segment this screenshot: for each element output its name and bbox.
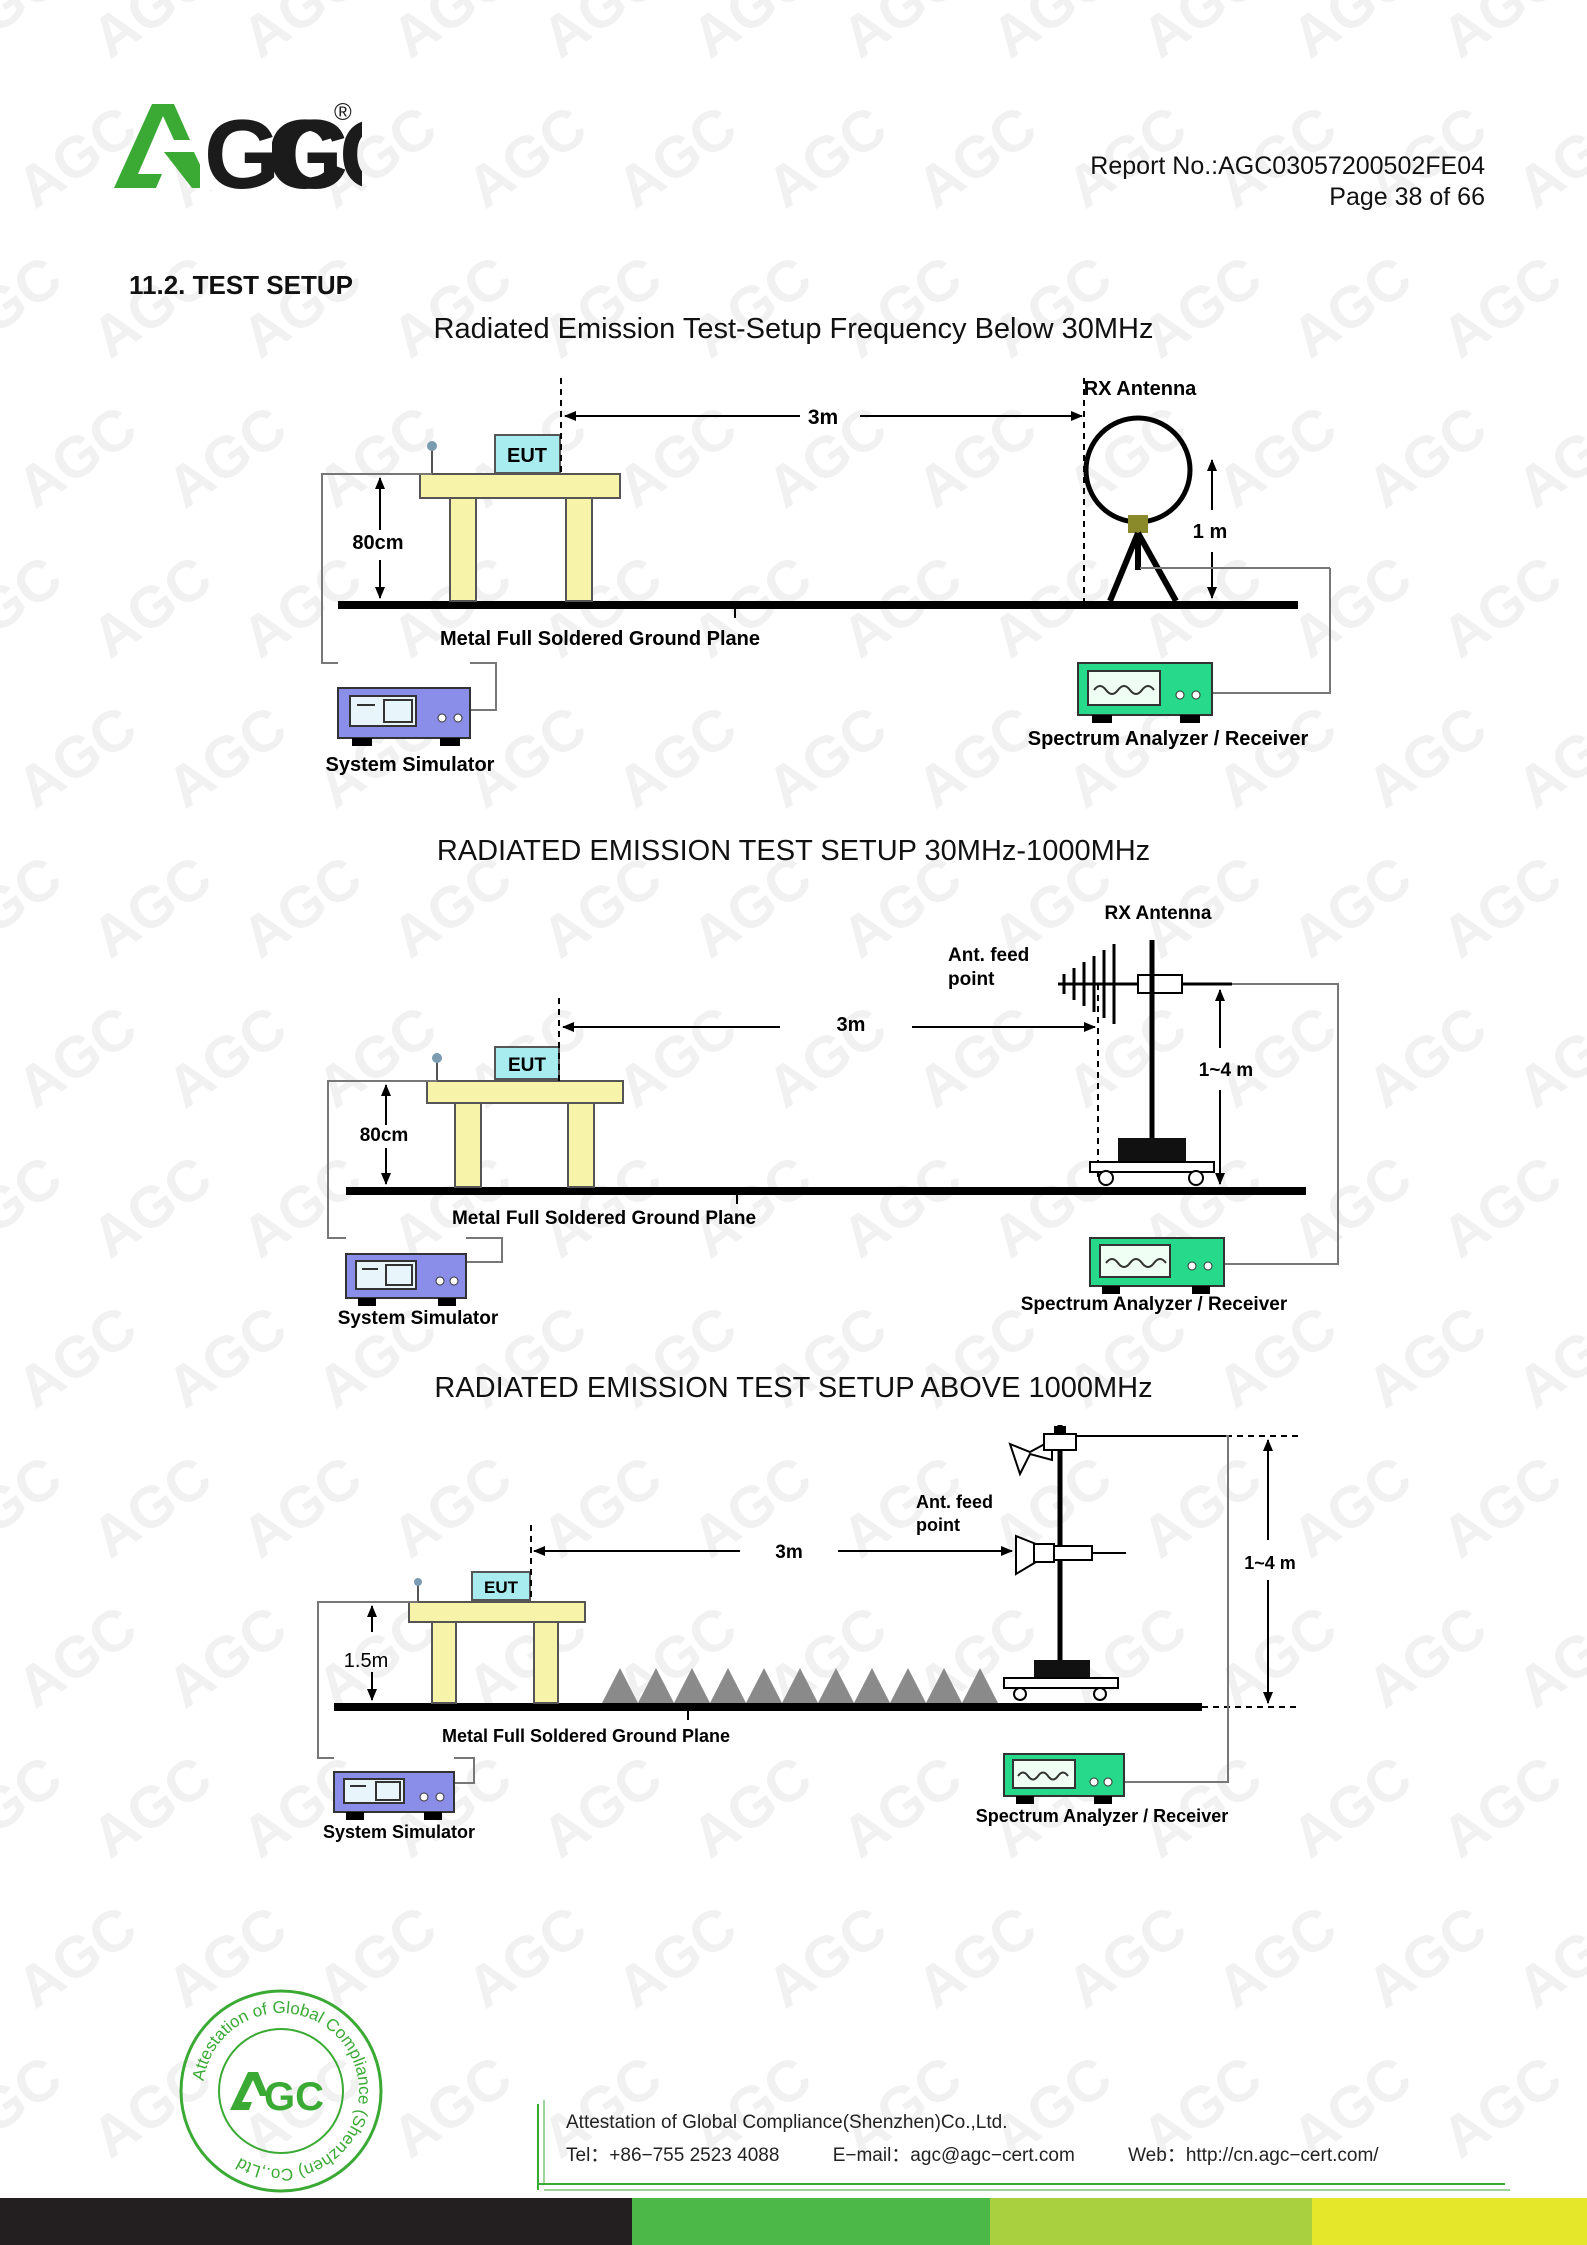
eut-label: EUT (508, 1055, 546, 1076)
ground-plane (334, 1703, 1202, 1711)
footer-email: E−mail：agc@agc−cert.com (832, 2145, 1075, 2166)
antenna-height-label: 1~4 m (1199, 1060, 1253, 1081)
feed-point-label-line1: Ant. feed (916, 1492, 993, 1512)
system-simulator (337, 687, 471, 746)
log-periodic-antenna (1058, 940, 1232, 1186)
footer-bar-lime (990, 2198, 1312, 2245)
absorber-cones (602, 1668, 998, 1703)
antenna-label: RX Antenna (1084, 378, 1197, 400)
figure-1-title: Radiated Emission Test-Setup Frequency B… (433, 313, 1154, 345)
footer-bar-green (632, 2198, 990, 2245)
svg-text:GC: GC (204, 99, 346, 196)
simulator-label: System Simulator (323, 1822, 475, 1842)
report-number: Report No.:AGC03057200502FE04 (1090, 152, 1485, 180)
horn-antenna (1003, 1425, 1226, 1701)
eut-label: EUT (484, 1578, 519, 1597)
simulator-label: System Simulator (338, 1308, 499, 1329)
ground-plane-label: Metal Full Soldered Ground Plane (442, 1726, 730, 1746)
analyzer-label: Spectrum Analyzer / Receiver (976, 1806, 1228, 1826)
page-number: Page 38 of 66 (1329, 183, 1485, 211)
section-title: 11.2. TEST SETUP (129, 270, 353, 300)
eut-table (426, 1080, 624, 1188)
footer-frame (537, 2100, 1510, 2191)
figure-3-diagram: EUT 3m 1.5m Ant. feed point (317, 1425, 1300, 1842)
ground-plane (346, 1187, 1306, 1195)
company-seal-stamp: Attestation of Global Compliance (Shenzh… (179, 1989, 383, 2193)
spectrum-analyzer (1077, 662, 1213, 723)
figure-3-title: RADIATED EMISSION TEST SETUP ABOVE 1000M… (434, 1372, 1153, 1404)
footer-company: Attestation of Global Compliance(Shenzhe… (566, 2112, 1008, 2133)
analyzer-label: Spectrum Analyzer / Receiver (1028, 728, 1309, 750)
antenna-height-label: 1~4 m (1244, 1553, 1296, 1573)
spectrum-analyzer (1003, 1753, 1125, 1804)
system-simulator (345, 1253, 467, 1306)
analyzer-label: Spectrum Analyzer / Receiver (1021, 1294, 1288, 1315)
ground-plane (338, 601, 1298, 609)
footer-bar-yellow (1312, 2198, 1587, 2245)
distance-label: 3m (837, 1014, 866, 1036)
footer-tel: Tel：+86−755 2523 4088 (566, 2145, 780, 2166)
agc-logo: AGC GC ® (114, 99, 362, 196)
figure-1-diagram: EUT 3m 80cm RX Antenna 1 m (321, 378, 1331, 776)
registered-mark: ® (334, 99, 352, 126)
eut-label: EUT (507, 445, 547, 467)
distance-label: 3m (808, 406, 838, 429)
table-height-label: 80cm (352, 532, 403, 554)
table-height-label: 1.5m (344, 1650, 388, 1672)
distance-label: 3m (775, 1542, 802, 1563)
feed-point-label-line1: Ant. feed (948, 945, 1029, 966)
ground-plane-label: Metal Full Soldered Ground Plane (452, 1208, 756, 1229)
feed-point-label-line2: point (948, 969, 995, 990)
eut-table (419, 473, 621, 602)
table-height-label: 80cm (360, 1125, 409, 1146)
antenna-height-label: 1 m (1193, 521, 1227, 543)
feed-point-label-line2: point (916, 1515, 960, 1535)
footer-contact: Tel：+86−755 2523 4088 E−mail：agc@agc−cer… (566, 2140, 1379, 2167)
eut-box (494, 434, 561, 474)
eut-table (408, 1601, 586, 1704)
footer-bar-dark (0, 2198, 632, 2245)
spectrum-analyzer (1089, 1237, 1225, 1294)
footer-web: Web：http://cn.agc−cert.com/ (1128, 2145, 1379, 2166)
antenna-label: RX Antenna (1105, 903, 1212, 924)
figure-2-title: RADIATED EMISSION TEST SETUP 30MHz-1000M… (436, 835, 1151, 867)
ground-plane-label: Metal Full Soldered Ground Plane (440, 628, 760, 650)
svg-text:GC: GC (264, 2075, 324, 2119)
eut-box (494, 1046, 560, 1080)
simulator-label: System Simulator (326, 754, 495, 776)
figure-2-diagram: EUT 3m 80cm RX Antenna Ant. fee (327, 903, 1339, 1329)
system-simulator (333, 1771, 455, 1820)
